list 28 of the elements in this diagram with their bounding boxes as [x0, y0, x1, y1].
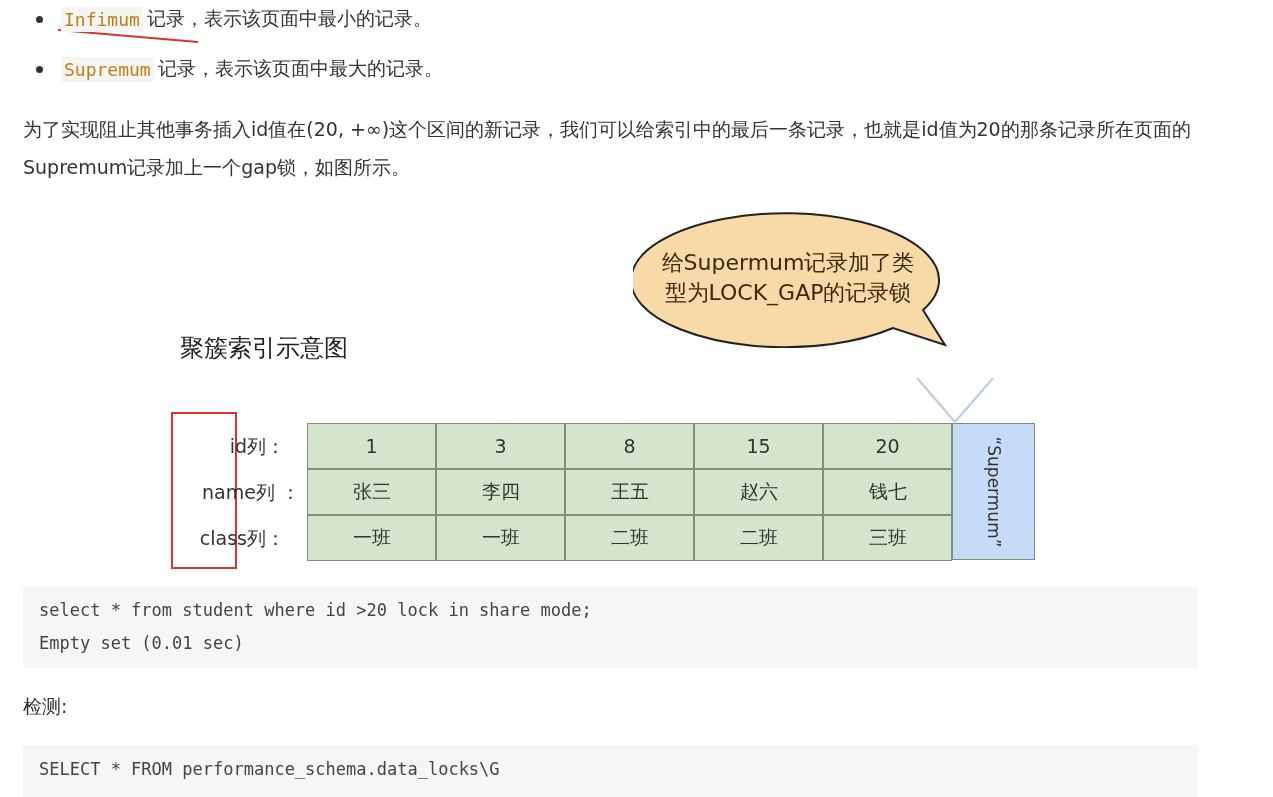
table-cell: 王五 [565, 469, 694, 515]
table-cell: 三班 [823, 515, 952, 561]
section-label: 检测: [23, 694, 68, 719]
table-cell: “Supermum” [952, 423, 1035, 560]
code-line: SELECT * FROM performance_schema.data_locks\G [39, 759, 500, 779]
table-cell: 张三 [307, 469, 436, 515]
table-cell: 一班 [436, 515, 565, 561]
diagram-title: 聚簇索引示意图 [180, 333, 348, 364]
table-cell: 20 [823, 423, 952, 469]
code-term: Supremum [61, 56, 154, 82]
table-cell: 8 [565, 423, 694, 469]
table-cell: 二班 [694, 515, 823, 561]
code-line: select * from student where id >20 lock in share mode; [39, 600, 592, 620]
code-line: Empty set (0.01 sec) [39, 633, 244, 653]
table-cell: 3 [436, 423, 565, 469]
bubble-text: 给Supermum记录加了类型为LOCK_GAP的记录锁 [660, 249, 916, 308]
table-cell: 15 [694, 423, 823, 469]
table-cell: 二班 [565, 515, 694, 561]
paragraph: 为了实现阻止其他事务插入id值在(20, +∞)这个区间的新记录，我们可以给索引中的最后一条记录，也就是id值为20的那条记录所在页面的Supremum记录加上一个gap锁，如图所示。 [23, 117, 1192, 180]
speech-bubble [633, 210, 949, 348]
table-cell: 李四 [436, 469, 565, 515]
table-cell: 钱七 [823, 469, 952, 515]
bullet-text: 记录，表示该页面中最小的记录。 [146, 6, 432, 31]
table-cell: 赵六 [694, 469, 823, 515]
code-term: Infimum [61, 6, 143, 32]
table-cell: 一班 [307, 515, 436, 561]
bullet-text: 记录，表示该页面中最大的记录。 [157, 56, 443, 81]
table-cell: 1 [307, 423, 436, 469]
